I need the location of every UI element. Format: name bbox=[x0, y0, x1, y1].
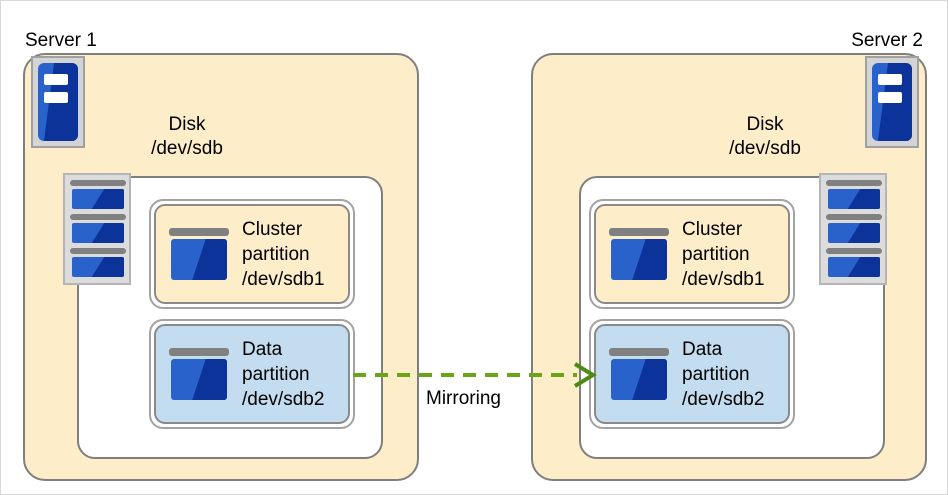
server1-cluster-partition-inner: Cluster partition /dev/sdb1 bbox=[154, 204, 350, 304]
label-line3: /dev/sdb2 bbox=[682, 388, 765, 410]
partition-icon bbox=[168, 226, 230, 282]
server1-data-partition-inner: Data partition /dev/sdb2 bbox=[154, 324, 350, 424]
server2-cluster-partition-label: Cluster partition /dev/sdb1 bbox=[682, 217, 764, 292]
server2-data-partition-label: Data partition /dev/sdb2 bbox=[682, 337, 764, 412]
server2-cluster-partition-inner: Cluster partition /dev/sdb1 bbox=[594, 204, 790, 304]
server2-tower-icon bbox=[865, 56, 919, 148]
partition-icon bbox=[608, 346, 670, 402]
server1-cluster-partition[interactable]: Cluster partition /dev/sdb1 bbox=[149, 199, 355, 309]
server2-disk-label-line1: Disk bbox=[746, 114, 784, 135]
label-line1: Cluster bbox=[682, 218, 743, 240]
partition-icon bbox=[608, 226, 670, 282]
label-line3: /dev/sdb1 bbox=[682, 268, 765, 290]
server1-disk-label-line1: Disk bbox=[168, 114, 206, 135]
label-line3: /dev/sdb1 bbox=[242, 268, 325, 290]
server2-disk-label: Disk /dev/sdb bbox=[675, 113, 855, 161]
server1-disk-stack-icon bbox=[63, 173, 131, 285]
server1-tower-icon bbox=[31, 56, 85, 148]
server1-disk-label-line2: /dev/sdb bbox=[151, 138, 223, 159]
label-line2: partition bbox=[242, 363, 310, 385]
partition-icon bbox=[168, 346, 230, 402]
server2-disk-stack-icon bbox=[819, 173, 887, 285]
mirroring-arrow-icon bbox=[353, 362, 597, 388]
label-line2: partition bbox=[242, 243, 310, 265]
server1-disk-label: Disk /dev/sdb bbox=[97, 113, 277, 161]
server1-title: Server 1 bbox=[25, 30, 97, 51]
label-line1: Data bbox=[242, 338, 283, 360]
mirroring-label: Mirroring bbox=[426, 388, 501, 409]
server1-data-partition-label: Data partition /dev/sdb2 bbox=[242, 337, 324, 412]
server2-disk-label-line2: /dev/sdb bbox=[729, 138, 801, 159]
label-line2: partition bbox=[682, 363, 750, 385]
server1-cluster-partition-label: Cluster partition /dev/sdb1 bbox=[242, 217, 324, 292]
server2-cluster-partition[interactable]: Cluster partition /dev/sdb1 bbox=[589, 199, 795, 309]
server2-data-partition-inner: Data partition /dev/sdb2 bbox=[594, 324, 790, 424]
server2-title: Server 2 bbox=[851, 30, 923, 51]
label-line1: Data bbox=[682, 338, 723, 360]
server1-data-partition[interactable]: Data partition /dev/sdb2 bbox=[149, 319, 355, 429]
label-line3: /dev/sdb2 bbox=[242, 388, 325, 410]
label-line1: Cluster bbox=[242, 218, 303, 240]
server2-data-partition[interactable]: Data partition /dev/sdb2 bbox=[589, 319, 795, 429]
label-line2: partition bbox=[682, 243, 750, 265]
